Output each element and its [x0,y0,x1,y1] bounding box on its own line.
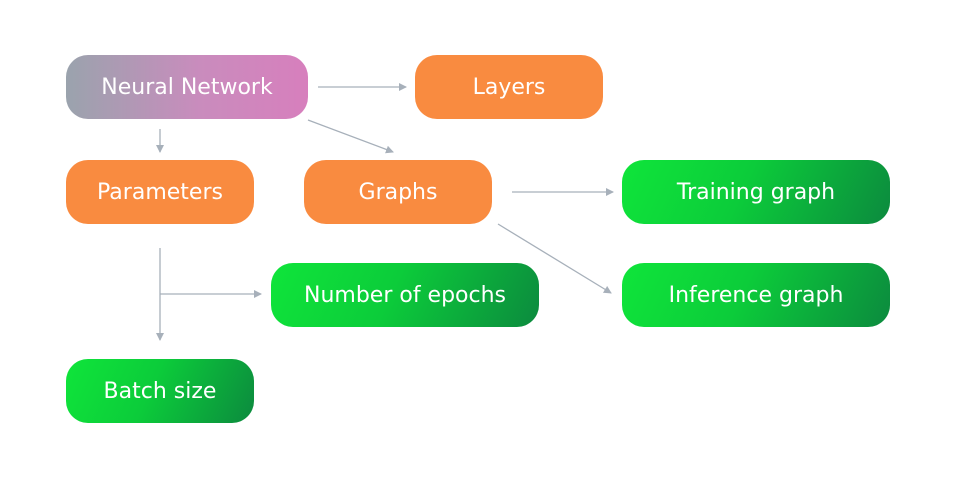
node-batch-size: Batch size [66,359,254,423]
node-graphs-label: Graphs [358,179,438,205]
node-graphs: Graphs [304,160,492,224]
node-parameters-label: Parameters [97,179,223,205]
edge-root-to-graphs [307,119,394,154]
node-layers-label: Layers [472,74,546,100]
node-training-graph: Training graph [622,160,890,224]
node-neural-network: Neural Network [66,55,308,119]
node-parameters: Parameters [66,160,254,224]
node-number-of-epochs-label: Number of epochs [303,282,507,308]
node-neural-network-label: Neural Network [101,74,273,100]
node-number-of-epochs: Number of epochs [271,263,539,327]
edge-graphs-to-inference-graph [497,223,612,294]
node-training-graph-label: Training graph [676,179,836,205]
node-inference-graph: Inference graph [622,263,890,327]
node-layers: Layers [415,55,603,119]
node-inference-graph-label: Inference graph [668,282,844,308]
node-batch-size-label: Batch size [103,378,217,404]
